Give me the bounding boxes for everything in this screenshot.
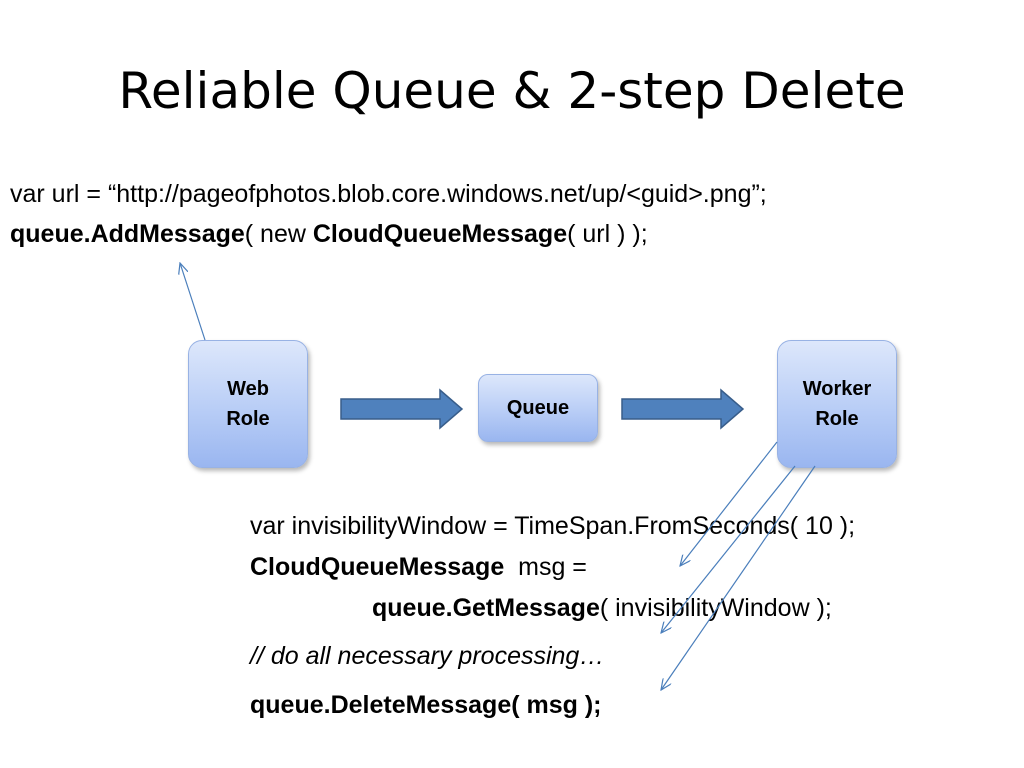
arrow-worker-to-delete-message-line [661,465,816,690]
code-delete-message-line: queue.DeleteMessage( msg ); [250,691,602,719]
code-url-line: var url = “http://pageofphotos.blob.core… [10,180,767,208]
code-msg-declaration-line: CloudQueueMessage msg = [250,553,587,582]
worker-role-label-line1: Worker [802,378,872,400]
web-role-label-line1: Web [227,378,269,400]
code-add-message-line: queue.AddMessage( new CloudQueueMessage(… [10,220,648,249]
queue-label: Queue [506,397,570,419]
code-token-get-message: queue.GetMessage [372,594,600,622]
arrow-worker-to-invisibility-line [680,441,778,566]
code-token-msg-assign: msg = [504,553,587,581]
arrow-worker-to-get-message-line [661,465,796,633]
code-processing-comment: // do all necessary processing… [250,642,605,670]
code-token-cloud-queue-message: CloudQueueMessage [312,220,568,248]
code-get-message-line: queue.GetMessage( invisibilityWindow ); [372,594,832,623]
code-token-cloud-queue-message-type: CloudQueueMessage [250,553,505,581]
code-token-invisibility-arg: ( invisibilityWindow ); [599,594,832,622]
code-token-new: ( new [244,220,313,248]
worker-role-box: Worker Role [777,340,897,468]
slide-title: Reliable Queue & 2-step Delete [118,62,906,120]
arrow-web-role-to-add-message [180,263,206,341]
block-arrow-queue-to-worker [621,388,745,430]
worker-role-label-line2: Role [815,408,859,430]
code-token-add-message: queue.AddMessage [10,220,245,248]
web-role-box: Web Role [188,340,308,468]
block-arrow-web-to-queue [340,388,464,430]
queue-box: Queue [478,374,598,442]
web-role-label-line2: Role [226,408,270,430]
code-token-url-arg: ( url ) ); [567,220,648,248]
